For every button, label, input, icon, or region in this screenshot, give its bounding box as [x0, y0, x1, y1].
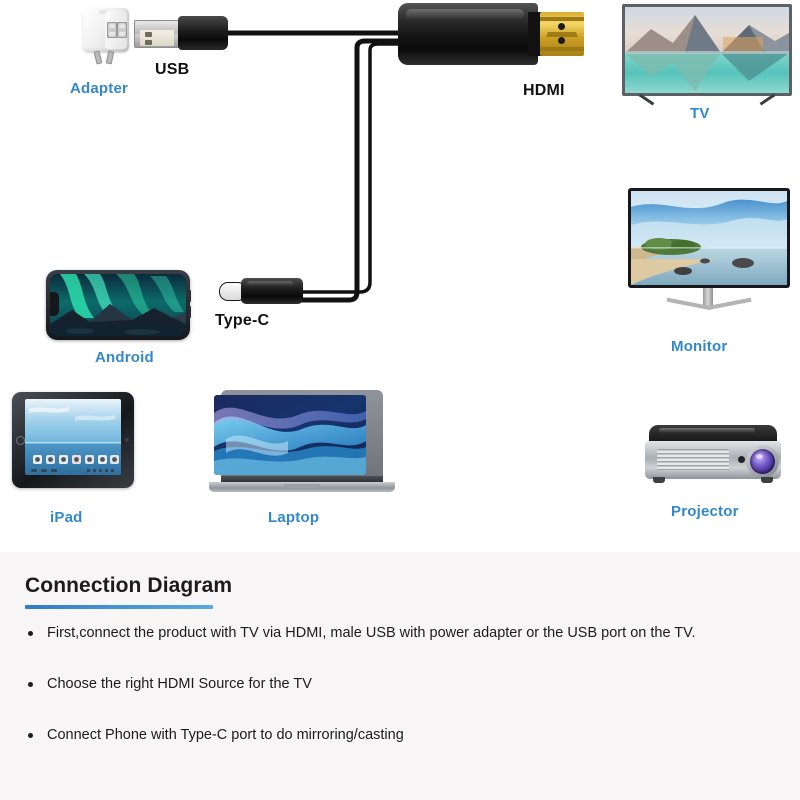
- adapter-usb-port-1: [107, 22, 117, 38]
- hdmi-cable-hood: [398, 3, 538, 65]
- adapter-top-nub: [99, 10, 109, 14]
- hdmi-connector: [398, 3, 588, 65]
- monitor-screen: [631, 191, 787, 285]
- tv-device: [622, 4, 792, 106]
- cable-routing: [228, 30, 404, 303]
- laptop-device: [209, 390, 395, 496]
- label-hdmi: HDMI: [523, 82, 565, 99]
- monitor-device: [628, 188, 790, 320]
- laptop-screen: [214, 395, 366, 475]
- label-ipad: iPad: [50, 509, 83, 526]
- label-type-c: Type-C: [215, 312, 270, 329]
- usb-contact-pad: [145, 40, 152, 45]
- hdmi-gold-plated-tip: [540, 12, 584, 56]
- label-usb: USB: [155, 61, 190, 78]
- projector-ir-sensor: [738, 456, 745, 463]
- adapter-usb-port-2: [117, 22, 127, 38]
- list-item: First,connect the product with TV via HD…: [25, 624, 785, 642]
- monitor-stand-neck: [703, 288, 713, 308]
- ipad-home-button: [16, 436, 25, 445]
- usb-a-connector: [134, 16, 230, 50]
- type-c-connector: [219, 278, 311, 304]
- panel-heading-underline: [25, 605, 213, 609]
- projector-device: [645, 425, 781, 491]
- projector-top-shell: [649, 425, 777, 445]
- usb-cable-hood: [178, 16, 228, 50]
- ipad-camera: [125, 438, 129, 442]
- android-phone-device: [46, 270, 191, 340]
- cable-typec-to-hdmi: [300, 38, 404, 303]
- cable-typec-inner-strand: [300, 42, 404, 294]
- label-adapter: Adapter: [70, 80, 129, 97]
- phone-side-button: [189, 306, 191, 318]
- projector-foot-left: [653, 477, 665, 483]
- phone-screen: [50, 274, 186, 336]
- label-tv: TV: [690, 105, 710, 122]
- list-item: Connect Phone with Type-C port to do mir…: [25, 726, 785, 744]
- panel-heading: Connection Diagram: [25, 574, 233, 597]
- projector-vent-grille: [657, 449, 729, 471]
- label-projector: Projector: [671, 503, 739, 520]
- label-laptop: Laptop: [268, 509, 320, 526]
- list-item: Choose the right HDMI Source for the TV: [25, 675, 785, 693]
- type-c-cable-hood: [241, 278, 303, 304]
- diagram-area: Adapter USB HDMI: [12, 3, 792, 526]
- phone-notch: [50, 292, 59, 316]
- usb-metal-shell: [134, 20, 182, 48]
- phone-side-button: [189, 290, 191, 302]
- laptop-chin: [221, 476, 383, 483]
- usb-contact-pad: [145, 32, 152, 37]
- projector-foot-right: [761, 477, 773, 483]
- connection-instructions-panel: Connection Diagram First,connect the pro…: [0, 552, 800, 800]
- label-android: Android: [95, 349, 154, 366]
- laptop-base-notch: [284, 484, 320, 488]
- projector-lens: [750, 449, 775, 474]
- ipad-screen: [25, 399, 121, 475]
- label-monitor: Monitor: [671, 338, 728, 355]
- power-adapter: [83, 8, 129, 65]
- monitor-stand-leg-right: [707, 297, 752, 310]
- tv-screen: [625, 7, 789, 93]
- instruction-list: First,connect the product with TV via HD…: [25, 624, 785, 777]
- ipad-device: [12, 392, 134, 488]
- hdmi-neck: [528, 12, 542, 56]
